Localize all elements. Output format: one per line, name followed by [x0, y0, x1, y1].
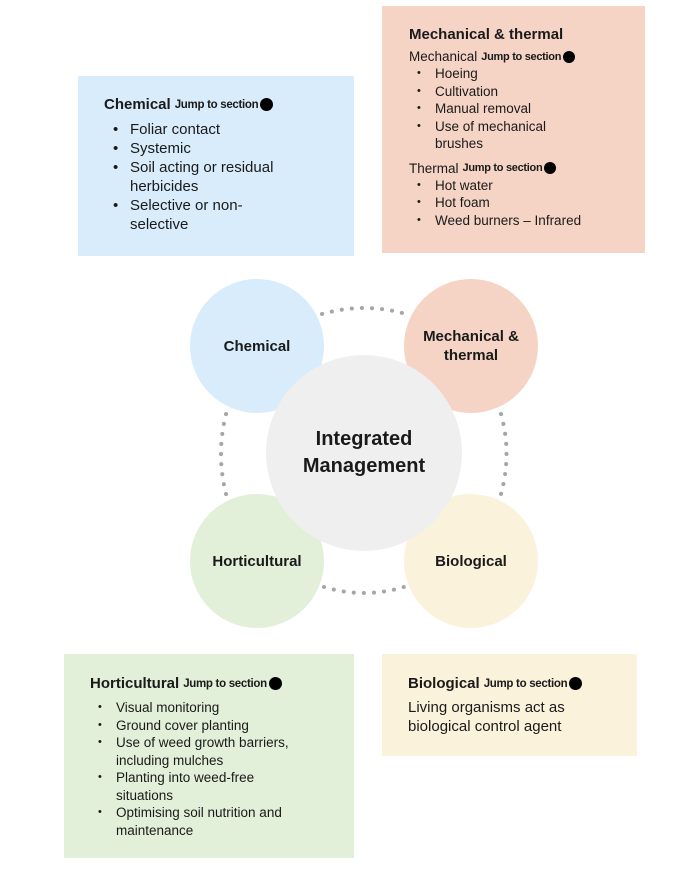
biological-panel: Biological Jump to section Living organi… [382, 654, 637, 756]
biological-title: Biological [408, 675, 480, 692]
chemical-panel: Chemical Jump to section Foliar contact … [78, 76, 354, 256]
list-item: Visual monitoring [90, 699, 354, 717]
circle-horticultural[interactable]: Horticultural [190, 494, 324, 628]
list-item: Selective or non-selective [104, 196, 270, 234]
jump-dot-icon[interactable] [544, 162, 557, 174]
mechanical-thermal-panel: Mechanical & thermal Mechanical Jump to … [382, 6, 645, 253]
horticultural-heading: Horticultural Jump to section [90, 675, 354, 692]
biological-description: Living organisms act as biological contr… [408, 699, 565, 735]
circle-mechanical-line2: thermal [443, 347, 499, 364]
mechanical-title: Mechanical [409, 49, 478, 64]
mechanical-jump-link[interactable]: Jump to section [481, 50, 562, 63]
horticultural-panel: Horticultural Jump to section Visual mon… [64, 654, 354, 858]
list-item: Hot water [409, 177, 645, 195]
jump-dot-icon[interactable] [260, 98, 274, 111]
circle-mechanical-line1: Mechanical & [423, 328, 519, 345]
list-item: Hoeing [409, 65, 645, 83]
thermal-subheading: Thermal Jump to section [409, 161, 645, 176]
list-item: Manual removal [409, 100, 645, 118]
biological-heading: Biological Jump to section [408, 675, 637, 692]
jump-dot-icon[interactable] [563, 50, 576, 63]
circle-biological-label: Biological [435, 552, 507, 570]
chemical-jump-link[interactable]: Jump to section [174, 98, 259, 111]
jump-dot-icon[interactable] [268, 677, 282, 690]
mechanical-thermal-heading: Mechanical & thermal [409, 26, 564, 43]
list-item: Soil acting or residual herbicides [104, 158, 310, 196]
biological-jump-link[interactable]: Jump to section [483, 677, 568, 690]
list-item: Weed burners – Infrared [409, 212, 645, 230]
chemical-heading: Chemical Jump to section [104, 96, 354, 113]
circle-mechanical-label: Mechanical & thermal [423, 327, 519, 365]
dotted-arc-top [320, 306, 408, 316]
list-item: Cultivation [409, 83, 645, 101]
list-item: Use of mechanical brushes [409, 118, 585, 153]
thermal-list: Hot water Hot foam Weed burners – Infrar… [409, 177, 645, 230]
horticultural-list: Visual monitoring Ground cover planting … [90, 699, 354, 839]
thermal-title: Thermal [409, 160, 459, 176]
mechanical-list: Hoeing Cultivation Manual removal Use of… [409, 65, 645, 153]
jump-dot-icon[interactable] [569, 677, 583, 690]
center-label-line2: Management [302, 455, 426, 477]
chemical-title: Chemical [104, 96, 171, 113]
dotted-arc-left [219, 412, 228, 496]
dotted-arc-right [499, 412, 509, 496]
list-item: Ground cover planting [90, 717, 354, 735]
list-item: Systemic [104, 139, 354, 158]
list-item: Hot foam [409, 194, 645, 212]
horticultural-jump-link[interactable]: Jump to section [183, 677, 267, 690]
thermal-jump-link[interactable]: Jump to section [462, 162, 543, 174]
center-label: Integrated Management [303, 426, 425, 480]
list-item: Planting into weed-free situations [90, 769, 306, 804]
circle-integrated-management: Integrated Management [266, 355, 462, 551]
horticultural-title: Horticultural [90, 675, 180, 692]
chemical-list: Foliar contact Systemic Soil acting or r… [104, 120, 354, 234]
dotted-arc-bottom [322, 585, 406, 595]
circle-horticultural-label: Horticultural [212, 552, 302, 570]
mechanical-subheading: Mechanical Jump to section [409, 49, 645, 64]
circle-chemical-label: Chemical [223, 337, 291, 355]
list-item: Optimising soil nutrition and maintenanc… [90, 804, 336, 839]
list-item: Foliar contact [104, 120, 354, 139]
center-label-line1: Integrated [315, 428, 413, 450]
list-item: Use of weed growth barriers, including m… [90, 734, 336, 769]
